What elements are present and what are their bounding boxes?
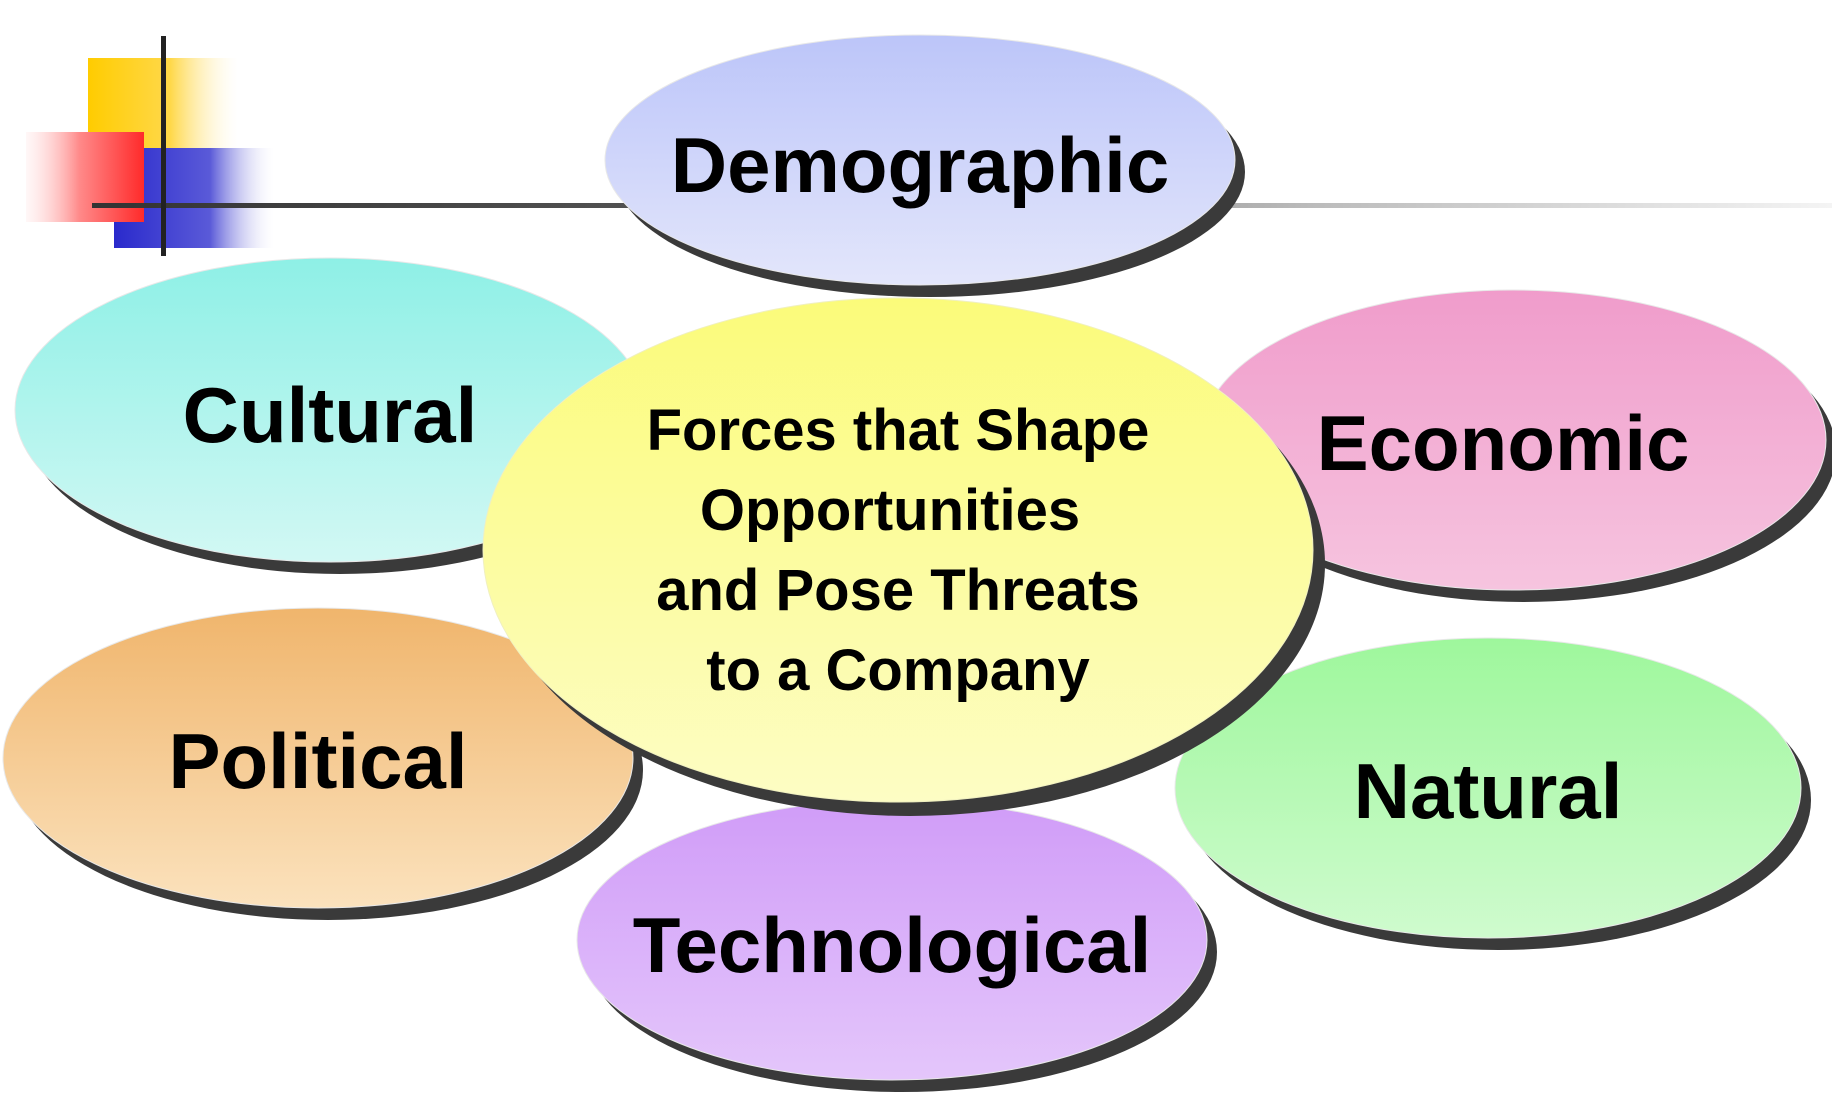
force-oval-natural: Natural — [1174, 637, 1811, 950]
force-oval-technological: Technological — [576, 799, 1217, 1092]
label-demographic: Demographic — [671, 121, 1169, 209]
oval-natural — [1174, 637, 1802, 939]
oval-demographic — [604, 34, 1236, 286]
center-title-line: and Pose Threats — [656, 558, 1139, 623]
label-political: Political — [168, 717, 467, 805]
label-economic: Economic — [1317, 399, 1690, 487]
force-oval-political: Political — [2, 607, 643, 920]
center-title-line: Forces that Shape — [647, 398, 1150, 463]
label-natural: Natural — [1354, 747, 1623, 835]
center-title-line: Opportunities — [700, 478, 1080, 543]
center-oval — [482, 297, 1314, 803]
oval-political — [2, 607, 634, 909]
force-oval-economic: Economic — [1199, 289, 1832, 602]
center-title-line: to a Company — [706, 638, 1090, 703]
label-technological: Technological — [633, 901, 1152, 989]
vertical-rule — [161, 36, 166, 256]
force-oval-demographic: Demographic — [604, 34, 1245, 297]
red-square — [26, 132, 144, 222]
label-cultural: Cultural — [183, 371, 478, 459]
